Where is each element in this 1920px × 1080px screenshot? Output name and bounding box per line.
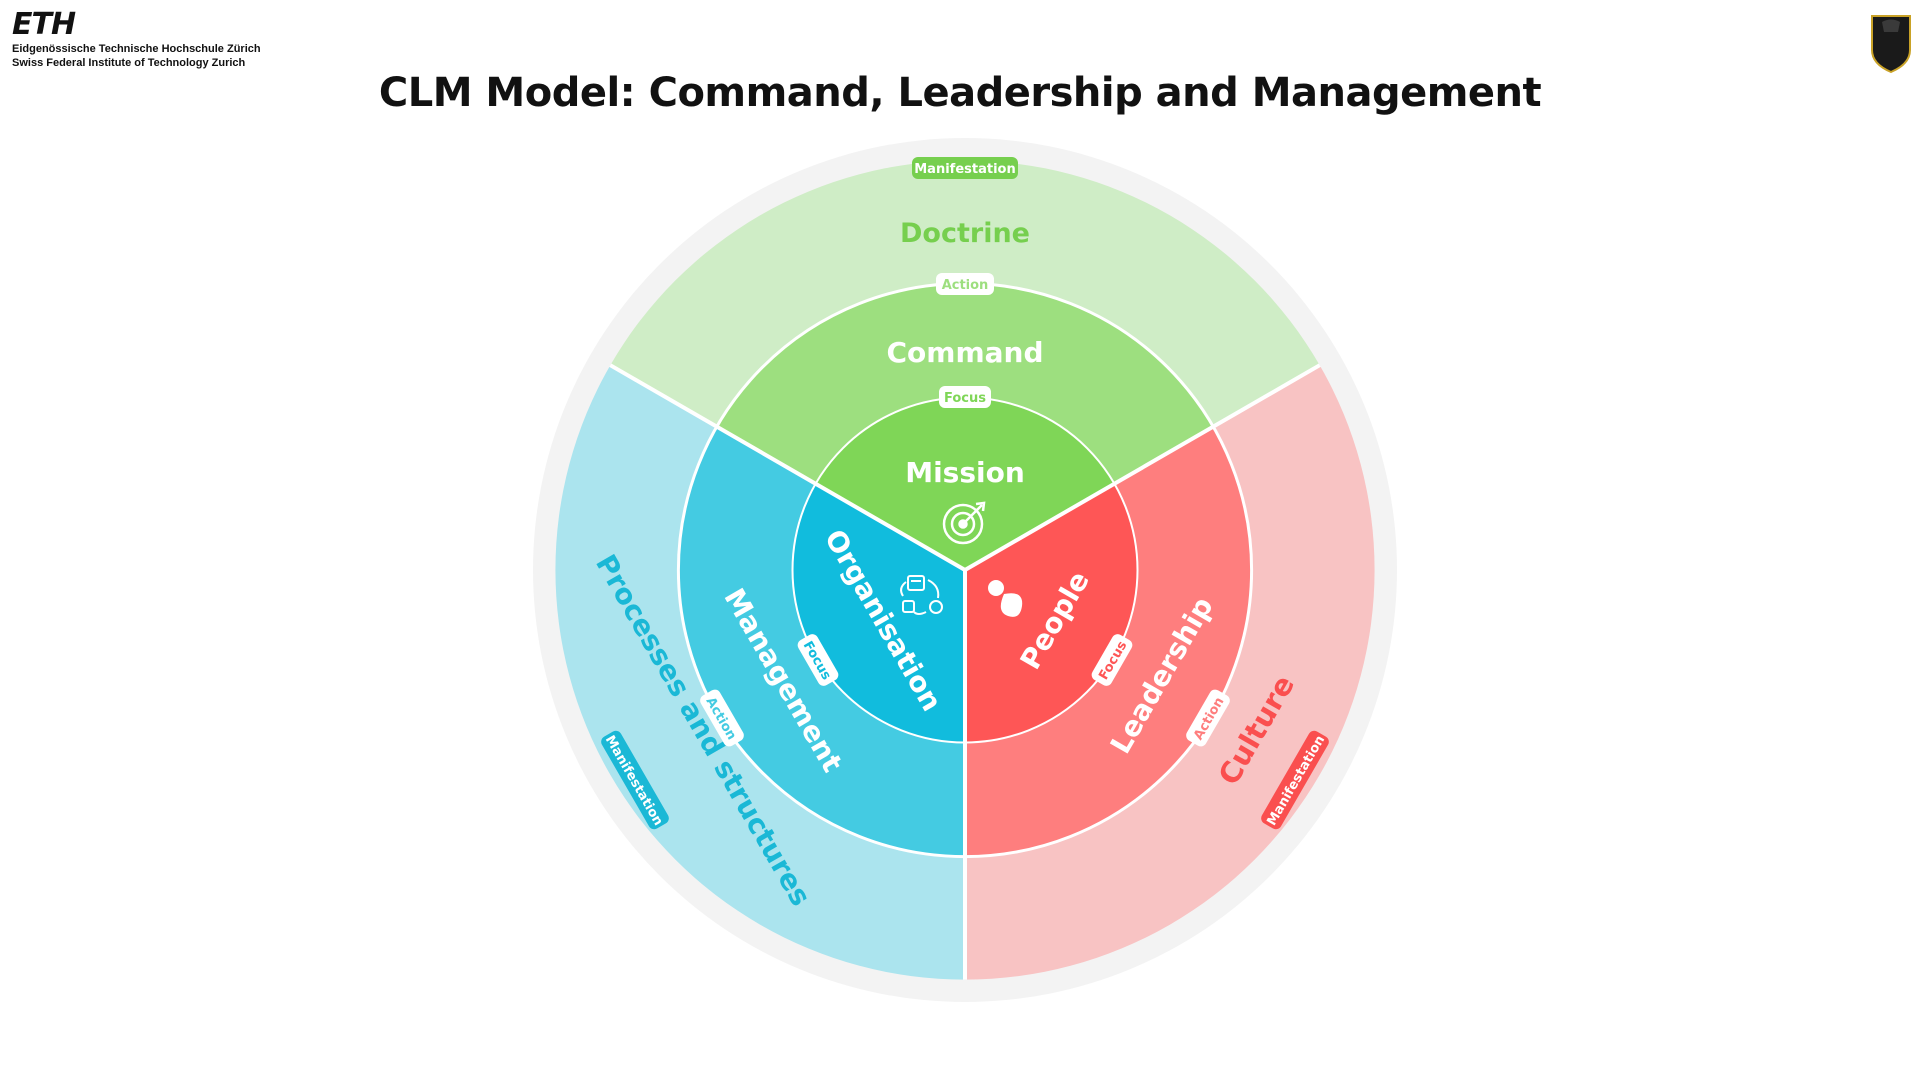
- doctrine-label: Doctrine: [900, 218, 1030, 249]
- mission-label: Mission: [905, 456, 1025, 489]
- eth-logo: ETH Eidgenössische Technische Hochschule…: [12, 8, 261, 70]
- mission-focus-tag: Focus: [939, 386, 991, 408]
- svg-text:Action: Action: [942, 278, 989, 293]
- command-label: Command: [886, 336, 1043, 369]
- doctrine-manifestation-tag: Manifestation: [912, 157, 1018, 179]
- eth-logo-line-english: Swiss Federal Institute of Technology Zu…: [12, 57, 246, 69]
- target-icon: [942, 501, 986, 545]
- page-title: CLM Model: Command, Leadership and Manag…: [378, 70, 1542, 116]
- milak-crest-icon: [1871, 15, 1911, 74]
- eth-logo-line-german: Eidgenössische Technische Hochschule Zür…: [12, 43, 261, 55]
- command-action-tag: Action: [936, 273, 994, 295]
- svg-text:Manifestation: Manifestation: [914, 162, 1015, 177]
- svg-text:Focus: Focus: [944, 391, 986, 406]
- eth-logo-mark: ETH: [12, 7, 76, 42]
- person-icon: [988, 580, 1023, 617]
- process-cycle-icon: [900, 575, 943, 615]
